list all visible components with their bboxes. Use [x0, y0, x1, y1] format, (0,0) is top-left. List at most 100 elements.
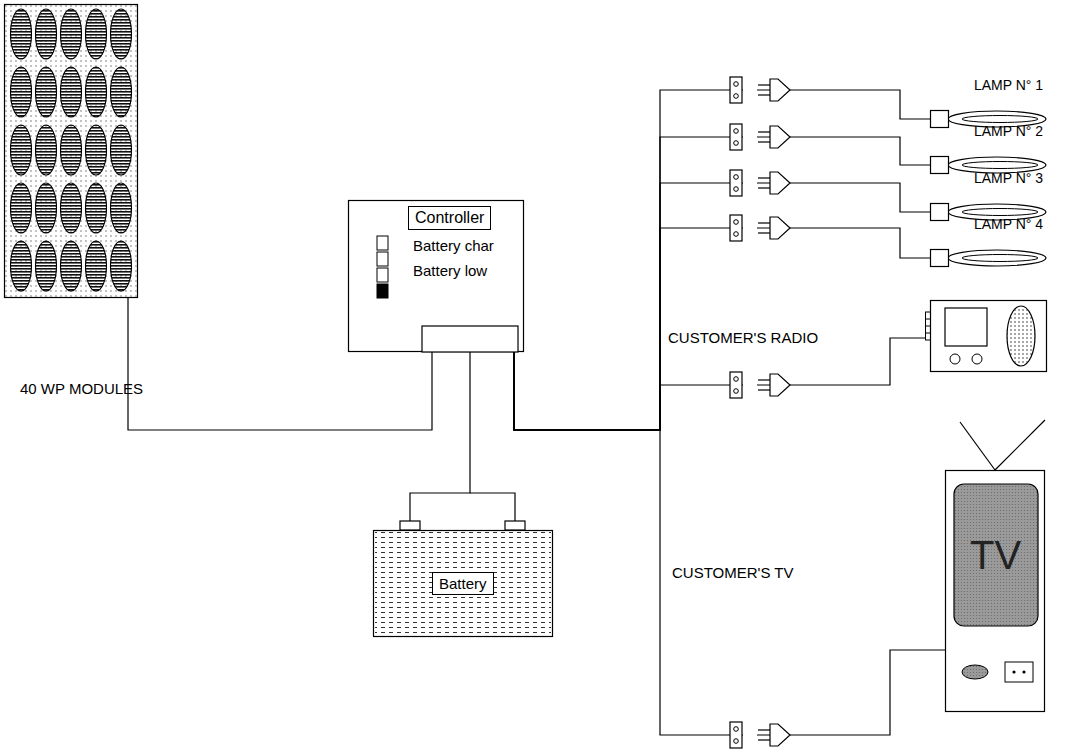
drawing-part — [349, 201, 524, 352]
solar-cell — [36, 241, 57, 291]
drawing-part — [962, 209, 1038, 216]
drawing-part — [926, 319, 931, 320]
switch-plug — [730, 722, 790, 748]
solar-cell — [86, 241, 107, 291]
solar-cell — [86, 183, 107, 233]
drawing-part — [931, 157, 949, 174]
drawing-part — [948, 250, 1046, 266]
switch-plug — [730, 215, 790, 241]
node-text: Battery char — [413, 237, 494, 254]
tv-shape — [945, 470, 1045, 712]
drawing-part — [962, 665, 988, 679]
node-text: LAMP N° 3 — [974, 170, 1043, 186]
controller-label-box: Controller — [408, 206, 491, 230]
node-text: Battery low — [413, 262, 487, 279]
drawing-part — [954, 484, 1038, 626]
drawing-part — [931, 204, 949, 221]
solar-cell — [61, 125, 82, 175]
solar-cell — [86, 125, 107, 175]
drawing-part — [946, 471, 1045, 712]
drawing-part — [931, 250, 949, 267]
solar-cell — [111, 125, 132, 175]
node-text: 40 WP MODULES — [20, 380, 143, 397]
drawing-part — [377, 236, 388, 250]
solar-panel — [4, 4, 138, 298]
solar-cell — [111, 183, 132, 233]
solar-cell — [86, 9, 107, 59]
wire — [410, 352, 470, 530]
solar-cell — [36, 9, 57, 59]
node-text: Controller — [415, 209, 484, 227]
drawing-part — [926, 333, 931, 334]
drawing-part — [374, 531, 553, 637]
wire — [514, 183, 930, 430]
switch-plug — [730, 77, 790, 103]
wire — [514, 137, 930, 430]
solar-panel-node: 40 WP MODULES — [4, 4, 138, 298]
solar-cell — [61, 241, 82, 291]
drawing-part — [377, 252, 388, 266]
solar-cell — [11, 183, 32, 233]
drawing-part — [960, 422, 995, 470]
drawing-part — [1022, 670, 1025, 673]
drawing-part — [5, 5, 138, 298]
drawing-part — [962, 255, 1038, 262]
drawing-part — [375, 532, 551, 635]
lamp-node: LAMP N° 4 — [930, 249, 1048, 267]
tv-node: CUSTOMER'S TVTV — [945, 470, 1045, 712]
node-text: CUSTOMER'S TV — [672, 564, 794, 581]
switch-plug — [730, 372, 790, 398]
solar-cell — [36, 67, 57, 117]
solar-cell — [61, 9, 82, 59]
solar-cell — [86, 67, 107, 117]
solar-cell — [36, 183, 57, 233]
drawing-part — [377, 284, 388, 298]
switch-plug — [730, 170, 790, 196]
node-text: Battery — [432, 572, 494, 595]
drawing-part — [995, 420, 1045, 470]
wire — [514, 352, 945, 735]
drawing-part — [11, 9, 132, 291]
drawing-part — [377, 268, 388, 282]
drawing-part — [945, 308, 987, 346]
drawing-part — [962, 162, 1038, 169]
radio-node: CUSTOMER'S RADIO — [925, 300, 1047, 372]
battery-node: Battery — [373, 530, 553, 637]
solar-cell — [11, 125, 32, 175]
solar-cell — [111, 241, 132, 291]
drawing-part — [1005, 662, 1033, 682]
solar-cell — [36, 125, 57, 175]
solar-cell — [61, 67, 82, 117]
drawing-part — [5, 5, 137, 297]
node-text: CUSTOMER'S RADIO — [668, 329, 818, 346]
solar-cell — [111, 67, 132, 117]
drawing-part — [926, 312, 931, 340]
node-text: TV — [970, 532, 1021, 578]
drawing-part — [972, 354, 982, 364]
lamp-shape — [930, 249, 1048, 267]
drawing-part — [400, 521, 420, 530]
wire — [514, 228, 930, 430]
switch-plug — [730, 124, 790, 150]
solar-cell — [11, 241, 32, 291]
solar-cell — [11, 9, 32, 59]
wire — [514, 338, 925, 430]
drawing-part — [422, 326, 518, 352]
solar-cell — [111, 9, 132, 59]
drawing-part — [962, 116, 1038, 123]
wire — [514, 90, 930, 430]
radio-shape — [925, 300, 1047, 372]
controller-node: Battery charBattery low Controller — [348, 200, 524, 352]
drawing-part — [931, 111, 949, 128]
solar-cell — [11, 67, 32, 117]
node-text: LAMP N° 2 — [974, 123, 1043, 139]
node-text: LAMP N° 4 — [974, 216, 1043, 232]
drawing-part — [926, 326, 931, 327]
drawing-part — [1007, 306, 1035, 366]
drawing-part — [950, 354, 960, 364]
drawing-part — [1012, 670, 1015, 673]
battery-wire — [470, 493, 515, 522]
